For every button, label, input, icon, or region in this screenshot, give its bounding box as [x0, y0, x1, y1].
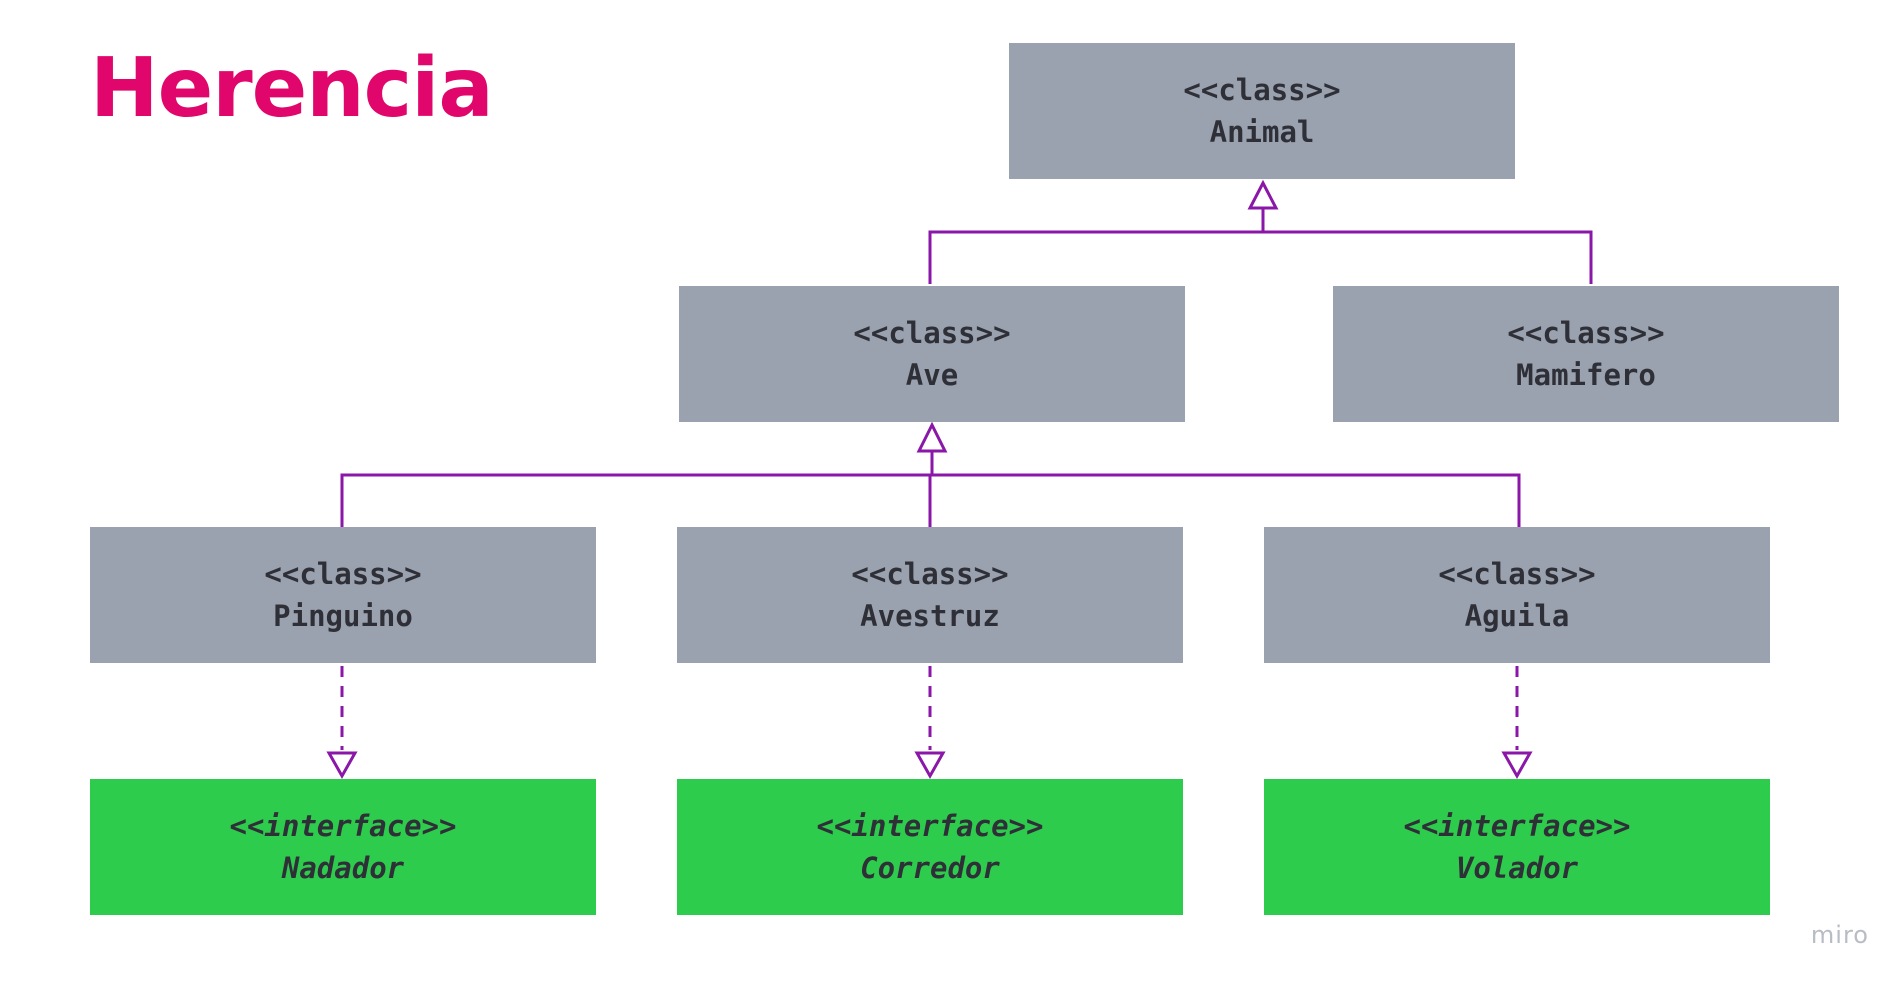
realize-arrow-corredor: [914, 751, 946, 780]
interface-corredor-stereotype: <<interface>>: [816, 809, 1044, 843]
inherit-arrow-animal: [1247, 179, 1279, 210]
class-avestruz[interactable]: <<class>> Avestruz: [677, 527, 1183, 663]
class-pinguino[interactable]: <<class>> Pinguino: [90, 527, 596, 663]
inherit-ave-animal: [928, 214, 1265, 284]
class-mamifero[interactable]: <<class>> Mamifero: [1333, 286, 1839, 422]
realize-arrow-volador: [1501, 751, 1533, 780]
class-avestruz-stereotype: <<class>>: [851, 557, 1009, 591]
interface-volador[interactable]: <<interface>> Volador: [1264, 779, 1770, 915]
interface-corredor[interactable]: <<interface>> Corredor: [677, 779, 1183, 915]
realize-arrow-nadador: [326, 751, 358, 780]
class-animal-name: Animal: [1209, 115, 1315, 149]
inherit-arrow-ave: [916, 421, 948, 453]
class-ave[interactable]: <<class>> Ave: [679, 286, 1185, 422]
inherit-mamifero-animal: [1263, 230, 1593, 284]
class-aguila[interactable]: <<class>> Aguila: [1264, 527, 1770, 663]
interface-volador-name: Volador: [1455, 851, 1579, 885]
class-ave-stereotype: <<class>>: [853, 316, 1011, 350]
class-ave-name: Ave: [905, 358, 959, 392]
miro-watermark: miro: [1810, 921, 1869, 949]
class-avestruz-name: Avestruz: [860, 599, 1000, 633]
class-pinguino-name: Pinguino: [273, 599, 413, 633]
class-animal[interactable]: <<class>> Animal: [1009, 43, 1515, 179]
class-aguila-stereotype: <<class>>: [1438, 557, 1596, 591]
interface-nadador-name: Nadador: [281, 851, 405, 885]
interface-volador-stereotype: <<interface>>: [1403, 809, 1631, 843]
interface-nadador-stereotype: <<interface>>: [229, 809, 457, 843]
interface-corredor-name: Corredor: [860, 851, 1000, 885]
class-pinguino-stereotype: <<class>>: [264, 557, 422, 591]
class-animal-stereotype: <<class>>: [1183, 73, 1341, 107]
class-mamifero-stereotype: <<class>>: [1507, 316, 1665, 350]
class-mamifero-name: Mamifero: [1516, 358, 1656, 392]
page-title: Herencia: [90, 41, 494, 136]
interface-nadador[interactable]: <<interface>> Nadador: [90, 779, 596, 915]
class-aguila-name: Aguila: [1464, 599, 1570, 633]
